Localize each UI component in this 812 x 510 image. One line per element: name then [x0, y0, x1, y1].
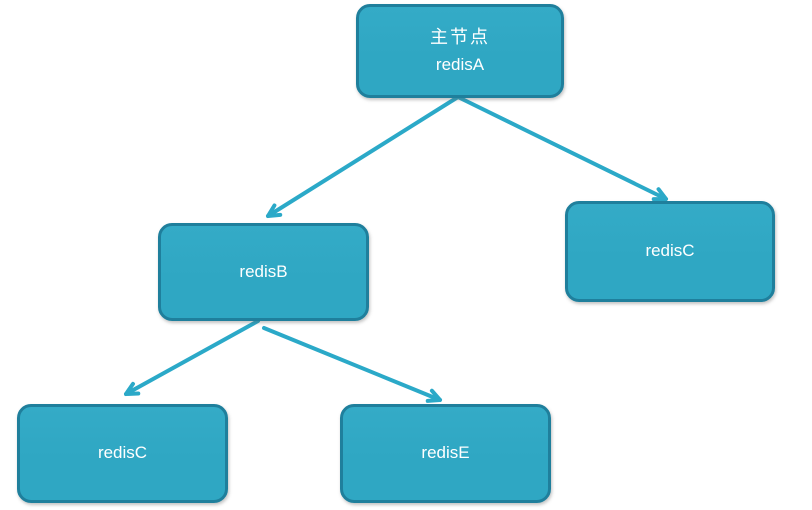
node-redisC-bottom: redisC [17, 404, 228, 503]
edge-redisB-redisC [123, 319, 260, 396]
node-redisA-title: 主节点 [430, 26, 490, 47]
node-redisC-bottom-label: redisC [97, 443, 148, 463]
edge-redisA-redisC [456, 95, 668, 202]
node-redisB: redisB [158, 223, 369, 321]
node-redisE-label: redisE [421, 443, 470, 463]
node-redisC-right: redisC [565, 201, 775, 302]
node-redisC-right-label: redisC [645, 241, 695, 261]
node-redisA-master: 主节点 redisA [356, 4, 564, 98]
edge-redisB-redisE [262, 326, 442, 403]
node-redisE: redisE [340, 404, 551, 503]
node-redisB-label: redisB [239, 261, 288, 281]
edge-redisA-redisB [266, 95, 460, 218]
node-redisA-label: redisA [435, 55, 485, 75]
